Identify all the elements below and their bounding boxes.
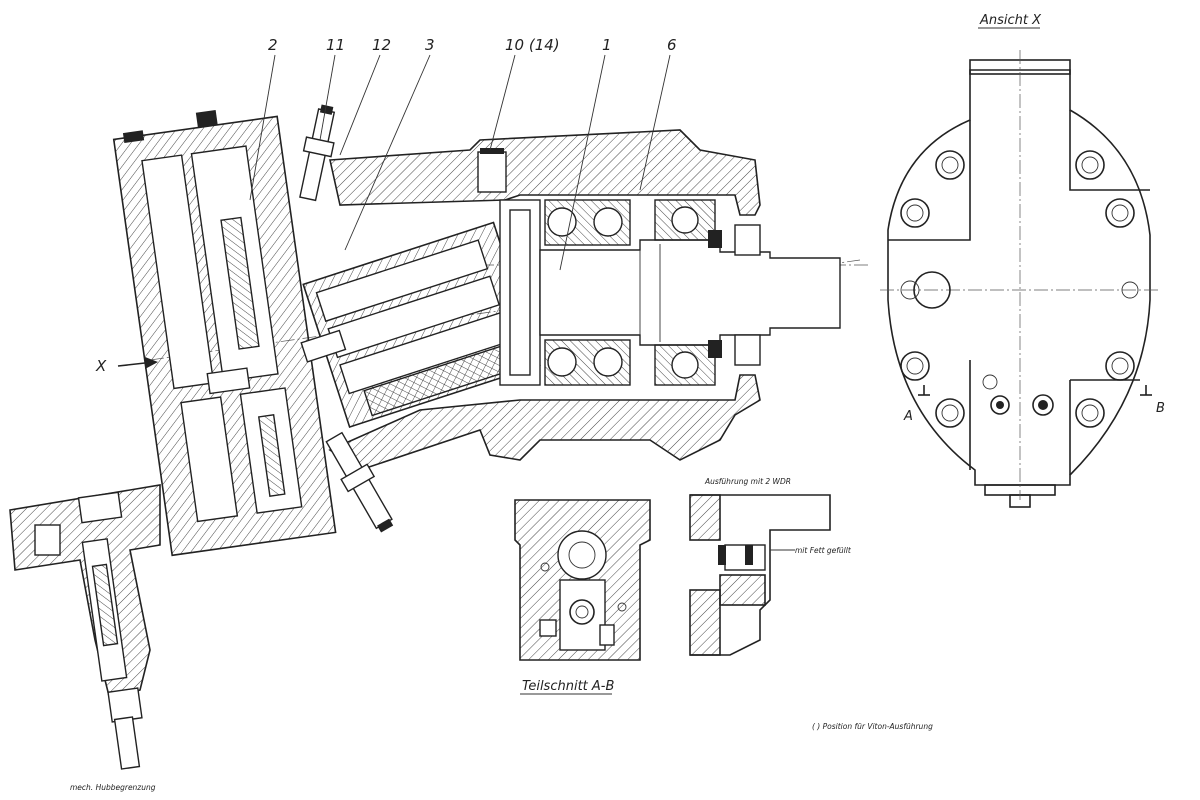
part-label-6: 6 <box>667 36 677 54</box>
section-mark-b: B <box>1156 401 1165 416</box>
stroke-limiter-view: mech. Hubbegrenzung <box>9 484 161 792</box>
section-ab-title: Teilschnitt A-B <box>522 679 614 694</box>
part-labels: 2 11 12 3 10 (14) 1 6 X <box>95 36 677 375</box>
footnote: ( ) Position für Viton-Ausführung <box>812 722 933 731</box>
part-label-1: 1 <box>602 36 612 54</box>
main-section-view <box>112 54 870 557</box>
view-arrow-label: X <box>95 357 107 375</box>
part-label-2: 2 <box>268 36 278 54</box>
end-view-title: Ansicht X <box>979 13 1042 28</box>
variant-note: mit Fett gefüllt <box>795 546 852 555</box>
end-view-x: Ansicht X <box>880 13 1165 508</box>
bolt-holes <box>900 150 1139 428</box>
partial-section-ab: Teilschnitt A-B <box>514 499 651 695</box>
section-mark-a: A <box>903 409 913 424</box>
part-label-10-14: 10 (14) <box>505 36 560 54</box>
part-label-3: 3 <box>425 36 435 54</box>
part-label-11: 11 <box>326 36 345 54</box>
variant-view: Ausführung mit 2 WDR mit Fett gefüllt <box>689 477 852 656</box>
part-label-12: 12 <box>372 36 391 54</box>
variant-title: Ausführung mit 2 WDR <box>704 477 791 486</box>
stroke-limiter-caption: mech. Hubbegrenzung <box>70 783 156 792</box>
